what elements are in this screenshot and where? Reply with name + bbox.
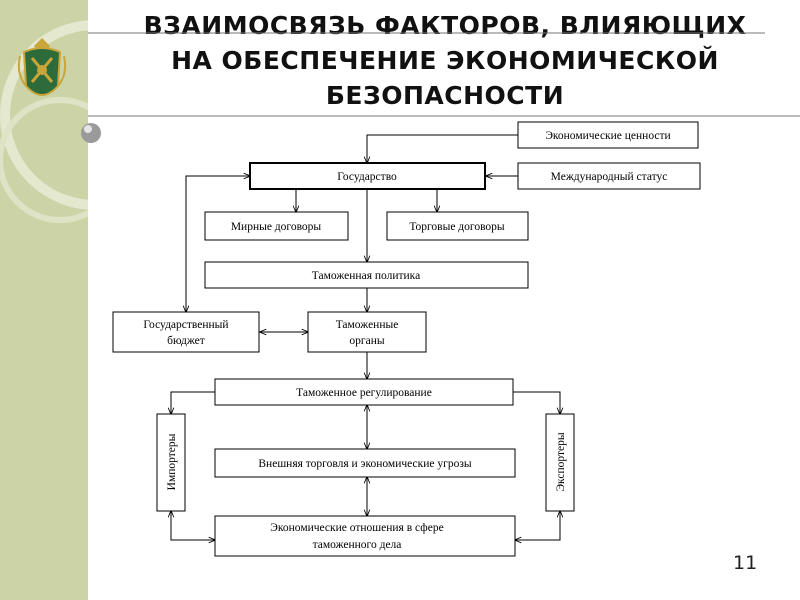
label-state-budget-1: Государственный	[143, 319, 228, 331]
label-trade-agreements: Торговые договоры	[409, 221, 505, 233]
arrow-exporters-relations	[515, 511, 560, 540]
label-econ-relations-1: Экономические отношения в сфере	[270, 522, 443, 534]
decorative-sidebar	[0, 0, 88, 600]
box-trade-agreements: Торговые договоры	[386, 211, 529, 241]
arrow-importers-relations	[171, 511, 215, 540]
label-economic-values: Экономические ценности	[545, 130, 670, 142]
label-customs-bodies-1: Таможенные	[336, 319, 399, 331]
label-importers: Импортеры	[166, 433, 178, 490]
title-line-1: ВЗАИМОСВЯЗЬ ФАКТОРОВ, ВЛИЯЮЩИХ	[143, 11, 747, 40]
label-international-status: Международный статус	[551, 171, 668, 183]
sidebar-decor	[0, 20, 88, 223]
slide-title: ВЗАИМОСВЯЗЬ ФАКТОРОВ, ВЛИЯЮЩИХ НА ОБЕСПЕ…	[100, 8, 790, 113]
box-international-status: Международный статус	[517, 162, 701, 190]
box-foreign-trade: Внешняя торговля и экономические угрозы	[214, 448, 516, 478]
box-importers: Импортеры	[156, 413, 186, 512]
sphere-bullet-icon	[81, 123, 101, 143]
title-line-3: БЕЗОПАСНОСТИ	[325, 81, 565, 110]
connectors	[171, 134, 560, 540]
label-peace-treaties: Мирные договоры	[231, 221, 322, 233]
label-customs-policy: Таможенная политика	[312, 270, 420, 282]
arrow-budget-state-loop	[186, 176, 250, 312]
title-line-2: НА ОБЕСПЕЧЕНИЕ ЭКОНОМИЧЕСКОЙ	[171, 46, 719, 75]
box-peace-treaties: Мирные договоры	[204, 211, 349, 241]
page-number: 11	[733, 552, 758, 574]
label-econ-relations-2: таможенного дела	[313, 539, 402, 551]
label-exporters: Экспортеры	[555, 432, 567, 491]
label-customs-bodies-2: органы	[349, 335, 384, 347]
box-state-budget: Государственный бюджет	[112, 311, 260, 353]
box-customs-policy: Таможенная политика	[204, 261, 529, 289]
customs-emblem-icon	[17, 38, 67, 96]
box-econ-relations: Экономические отношения в сфере таможенн…	[214, 515, 516, 557]
label-customs-regulation: Таможенное регулирование	[296, 387, 432, 399]
box-economic-values: Экономические ценности	[517, 121, 699, 149]
label-foreign-trade: Внешняя торговля и экономические угрозы	[258, 458, 471, 470]
arrow-regulation-to-exporters	[513, 391, 560, 414]
sidebar-arc-inner	[0, 97, 88, 223]
arrow-values-to-state	[367, 134, 518, 163]
box-customs-regulation: Таможенное регулирование	[214, 378, 514, 406]
box-state: Государство	[249, 162, 486, 190]
label-state-budget-2: бюджет	[167, 335, 205, 347]
arrow-regulation-to-importers	[171, 391, 215, 414]
box-customs-bodies: Таможенные органы	[307, 311, 427, 353]
box-exporters: Экспортеры	[545, 413, 575, 512]
label-state: Государство	[337, 171, 397, 183]
sidebar-arc	[0, 20, 88, 210]
